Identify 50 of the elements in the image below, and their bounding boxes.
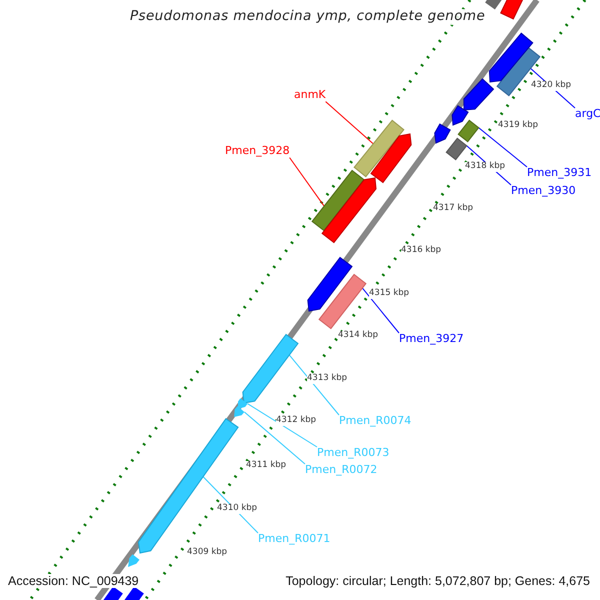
leader-line bbox=[289, 157, 325, 207]
leader-line bbox=[325, 101, 374, 144]
gene-marker bbox=[128, 554, 140, 567]
gene-block bbox=[446, 138, 468, 160]
gene-marker bbox=[463, 78, 494, 111]
gene-marker bbox=[234, 406, 244, 417]
gene-marker bbox=[242, 334, 299, 404]
gene-label: Pmen_R0073 bbox=[317, 447, 390, 460]
scale-tick-label: 4317 kbp bbox=[433, 204, 474, 214]
leader-line bbox=[362, 288, 400, 334]
gene-label: Pmen_R0072 bbox=[305, 464, 378, 477]
gene-label: Pmen_R0074 bbox=[339, 415, 412, 428]
leader-line bbox=[478, 127, 528, 168]
scale-tick-label: 4309 kbp bbox=[187, 548, 228, 558]
scale-tick-label: 4311 kbp bbox=[246, 461, 286, 471]
diagram-title: Pseudomonas mendocina ymp, complete genome bbox=[130, 9, 486, 25]
gene-block bbox=[103, 586, 123, 600]
gene-block bbox=[124, 586, 144, 600]
gene-marker bbox=[370, 133, 412, 184]
gene-label: Pmen_3927 bbox=[399, 333, 464, 346]
gene-marker bbox=[321, 177, 377, 244]
footer-note: Topology: circular; Length: 5,072,807 bp; Genes: 4,675 bbox=[286, 574, 590, 588]
gene-marker bbox=[238, 398, 248, 409]
gene-marker bbox=[452, 105, 469, 126]
leader-line bbox=[288, 354, 340, 416]
gene-block bbox=[458, 120, 480, 142]
scale-tick-label: 4312 kbp bbox=[276, 416, 316, 426]
footer-note: Accession: NC_009439 bbox=[8, 574, 139, 588]
gene-label: argC bbox=[575, 108, 600, 121]
gene-marker bbox=[138, 418, 239, 554]
leader-line bbox=[244, 411, 306, 464]
gene-label: Pmen_R0071 bbox=[258, 533, 330, 546]
gene-block bbox=[354, 120, 404, 178]
gene-label: anmK bbox=[294, 89, 326, 102]
gene-marker bbox=[307, 256, 353, 312]
scale-tick-label: 4313 kbp bbox=[307, 374, 348, 384]
gene-block bbox=[311, 170, 365, 232]
scale-tick-label: 4314 kbp bbox=[338, 331, 378, 341]
gene-label: Pmen_3928 bbox=[225, 145, 290, 158]
scale-tick-label: 4316 kbp bbox=[401, 246, 442, 256]
gene-marker bbox=[434, 123, 451, 144]
scale-tick-label: 4318 kbp bbox=[465, 162, 506, 172]
scale-tick-label: 4319 kbp bbox=[498, 121, 538, 131]
gene-label: Pmen_3930 bbox=[511, 185, 576, 198]
scale-tick-label: 4320 kbp bbox=[531, 81, 572, 91]
gene-block bbox=[318, 274, 367, 330]
gene-label: Pmen_3931 bbox=[527, 167, 592, 180]
scale-tick-label: 4310 kbp bbox=[217, 504, 258, 514]
leader-line bbox=[247, 403, 318, 448]
scale-tick-label: 4315 kbp bbox=[369, 289, 410, 299]
